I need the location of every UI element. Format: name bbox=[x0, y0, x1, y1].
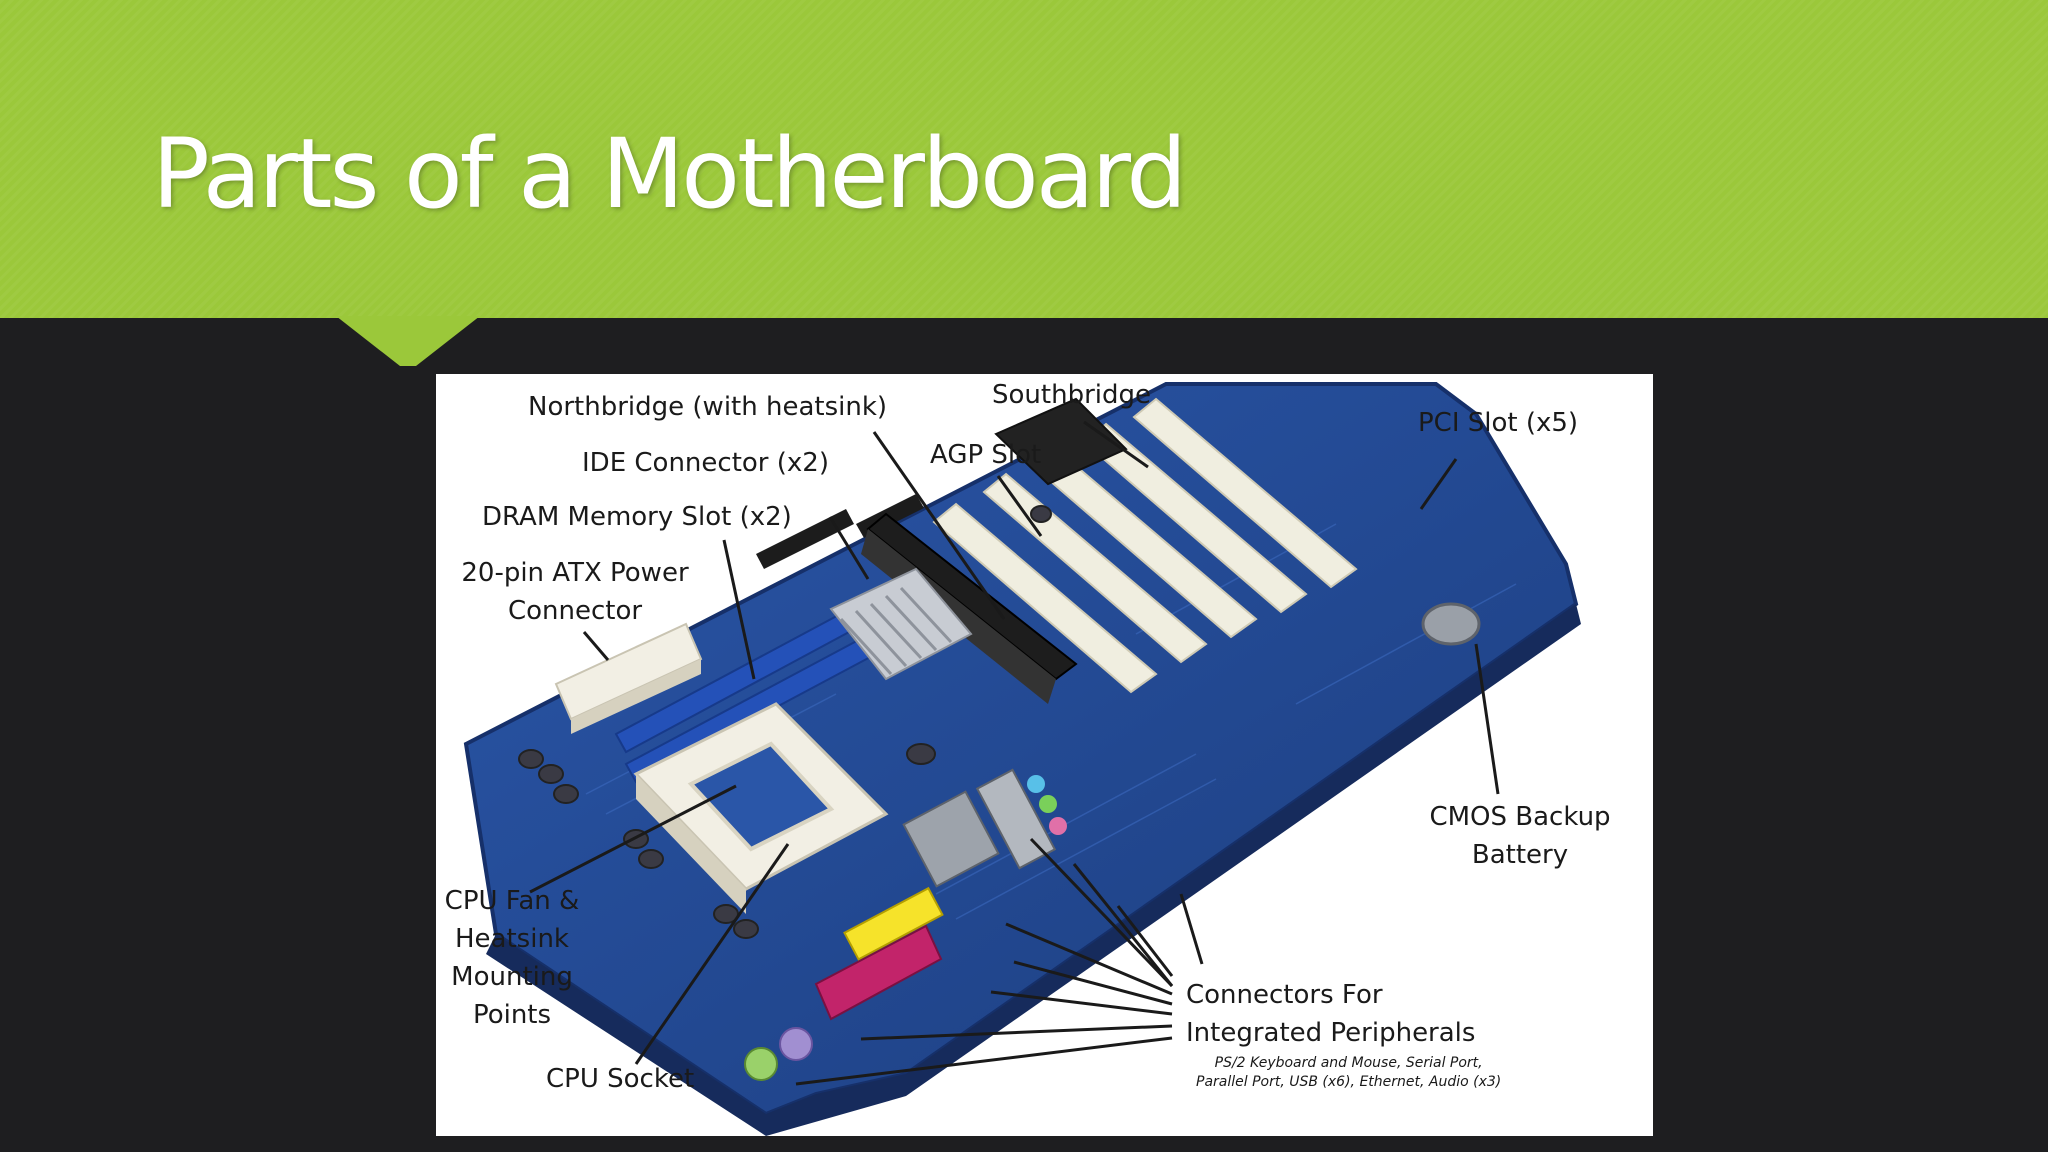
motherboard-diagram: Northbridge (with heatsink) Southbridge … bbox=[436, 374, 1653, 1136]
label-pci-slot: PCI Slot (x5) bbox=[1418, 408, 1579, 438]
label-ide-connector: IDE Connector (x2) bbox=[582, 448, 829, 478]
label-southbridge: Southbridge bbox=[992, 380, 1151, 410]
label-cmos-line1: CMOS Backup bbox=[1429, 802, 1611, 832]
slide-title: Parts of a Motherboard bbox=[152, 118, 1187, 230]
title-bar-notch bbox=[336, 316, 480, 366]
label-cpu-fan: CPU Fan & Heatsink Mounting Points bbox=[436, 882, 592, 1034]
label-atx-power-line1: 20-pin ATX Power bbox=[461, 558, 689, 588]
label-connectors: Connectors For Integrated Peripherals bbox=[1186, 976, 1475, 1052]
peripherals-note: PS/2 Keyboard and Mouse, Serial Port, Pa… bbox=[1196, 1054, 1501, 1092]
label-cpu-socket: CPU Socket bbox=[546, 1064, 695, 1094]
ide-connector bbox=[756, 509, 854, 569]
pci-slots bbox=[932, 397, 1358, 694]
label-cmos-battery: CMOS Backup Battery bbox=[1420, 798, 1620, 874]
peripherals-note-line2: Parallel Port, USB (x6), Ethernet, Audio… bbox=[1196, 1074, 1502, 1090]
peripherals-note-line1: PS/2 Keyboard and Mouse, Serial Port, bbox=[1214, 1055, 1483, 1071]
motherboard-illustration bbox=[463, 382, 1581, 1136]
label-dram-slot: DRAM Memory Slot (x2) bbox=[482, 502, 792, 532]
title-bar: Parts of a Motherboard bbox=[0, 0, 2048, 318]
label-connectors-line2: Integrated Peripherals bbox=[1186, 1018, 1476, 1048]
label-atx-power-line2: Connector bbox=[507, 596, 643, 626]
label-northbridge: Northbridge (with heatsink) bbox=[528, 392, 888, 422]
parallel-port bbox=[814, 924, 943, 1021]
cpu-socket bbox=[633, 702, 889, 914]
label-cpu-fan-line3: Mounting bbox=[451, 962, 573, 992]
label-cpu-fan-line4: Points bbox=[472, 1000, 552, 1030]
southbridge-chip bbox=[994, 397, 1128, 486]
label-cpu-fan-line1: CPU Fan & bbox=[444, 886, 580, 916]
label-atx-power: 20-pin ATX Power Connector bbox=[440, 554, 710, 630]
label-connectors-line1: Connectors For bbox=[1186, 980, 1383, 1010]
label-cmos-line2: Battery bbox=[1471, 840, 1569, 870]
cmos-battery bbox=[1421, 602, 1481, 646]
label-agp-slot: AGP Slot bbox=[930, 440, 1042, 470]
northbridge-heatsink bbox=[829, 567, 973, 681]
label-cpu-fan-line2: Heatsink bbox=[455, 924, 569, 954]
